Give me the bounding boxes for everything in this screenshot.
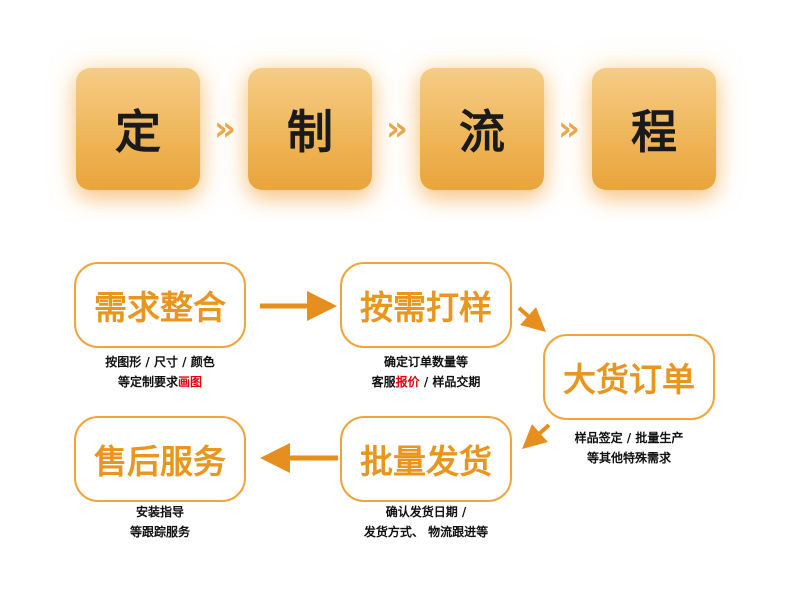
- step-label: 售后服务: [94, 442, 226, 481]
- caption-line: 等跟踪服务: [129, 525, 190, 539]
- step-caption: 确认发货日期 / 发货方式、 物流跟进等: [316, 502, 536, 542]
- arrow-icon: [517, 306, 546, 332]
- title-tile-2: 制: [248, 68, 372, 190]
- step-label: 按需打样: [360, 288, 492, 327]
- caption-line: 确认发货日期 /: [385, 505, 467, 519]
- highlight-text: 画图: [178, 375, 203, 389]
- step-box-batch-delivery: 批量发货: [340, 416, 512, 502]
- title-char: 制: [287, 105, 333, 159]
- caption-line: 客服报价 / 样品交期: [371, 375, 481, 389]
- caption-line: 确定订单数量等: [383, 355, 468, 369]
- caption-line: 发货方式、 物流跟进等: [363, 525, 489, 539]
- step-label: 大货订单: [563, 360, 695, 399]
- step-caption: 安装指导 等跟踪服务: [50, 502, 270, 542]
- caption-line: 样品签定 / 批量生产: [574, 431, 684, 445]
- step-box-demand-integration: 需求整合: [74, 262, 246, 348]
- step-box-bulk-order: 大货订单: [543, 334, 715, 420]
- step-box-sampling: 按需打样: [340, 262, 512, 348]
- step-box-after-sales: 售后服务: [74, 416, 246, 502]
- caption-line: 等其他特殊需求: [586, 451, 671, 465]
- title-char: 流: [459, 105, 505, 159]
- highlight-text: 报价: [395, 375, 420, 389]
- caption-line: 安装指导: [135, 505, 184, 519]
- title-char: 定: [115, 105, 161, 159]
- caption-line: 等定制要求画图: [117, 375, 203, 389]
- step-label: 批量发货: [360, 442, 492, 481]
- title-char: 程: [631, 105, 677, 159]
- step-label: 需求整合: [94, 288, 226, 327]
- arrow-icon: [522, 423, 551, 449]
- title-tile-4: 程: [592, 68, 716, 190]
- step-caption: 样品签定 / 批量生产 等其他特殊需求: [519, 428, 739, 468]
- title-tile-1: 定: [76, 68, 200, 190]
- title-tile-3: 流: [420, 68, 544, 190]
- caption-line: 按图形 / 尺寸 / 颜色: [105, 355, 215, 369]
- step-caption: 按图形 / 尺寸 / 颜色 等定制要求画图: [50, 352, 270, 392]
- step-caption: 确定订单数量等 客服报价 / 样品交期: [316, 352, 536, 392]
